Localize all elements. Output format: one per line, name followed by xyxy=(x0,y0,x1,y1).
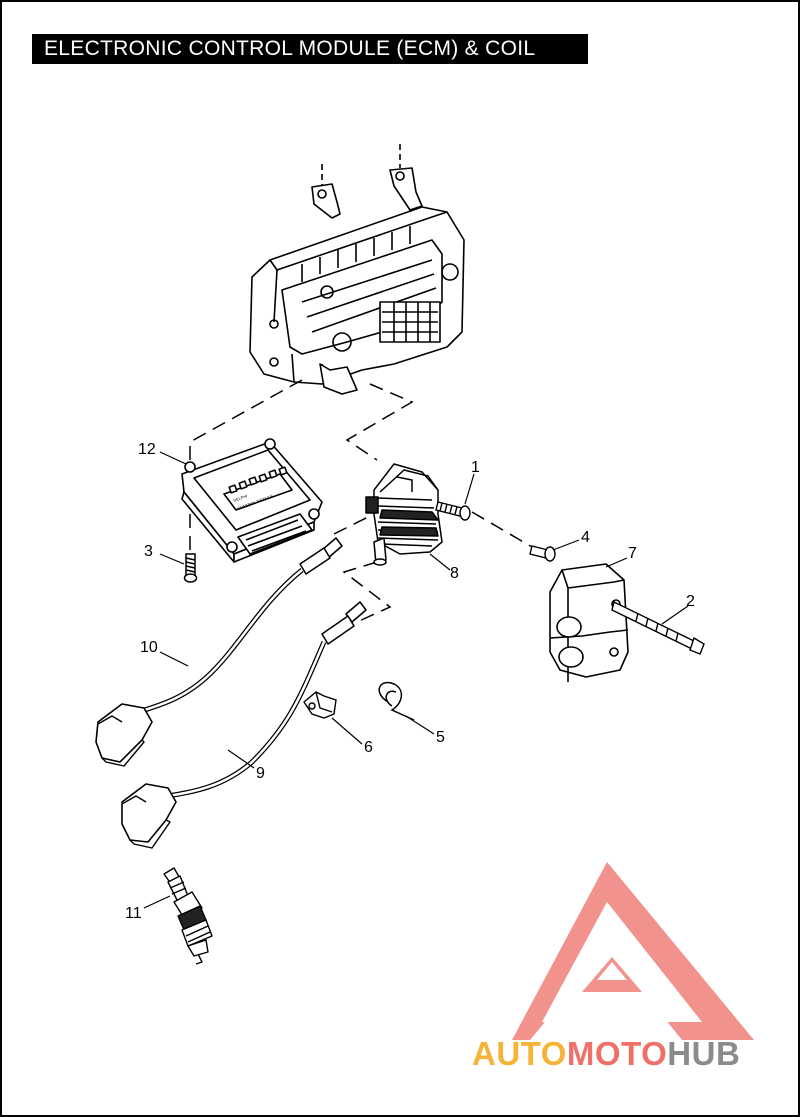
mounting-bracket xyxy=(249,144,465,395)
callout-4: 4 xyxy=(581,529,590,546)
spark-plug-wire-rear xyxy=(121,601,367,849)
page-title: ELECTRONIC CONTROL MODULE (ECM) & COIL xyxy=(32,34,588,64)
callout-leaders xyxy=(143,451,689,909)
coil-bolt xyxy=(435,501,471,521)
logo-text-hub: HUB xyxy=(667,1035,741,1072)
callout-6: 6 xyxy=(364,739,373,756)
spark-plug-wire-front xyxy=(95,537,343,767)
callout-7: 7 xyxy=(628,545,637,562)
wire-clip xyxy=(303,691,337,719)
ecm-screw xyxy=(183,553,198,583)
logo-text-auto: AUTO xyxy=(472,1035,567,1072)
callout-8: 8 xyxy=(450,565,459,582)
cable-strap xyxy=(378,681,415,721)
spark-plug xyxy=(163,867,213,965)
ignition-coil xyxy=(365,463,443,566)
callout-3: 3 xyxy=(144,543,153,560)
callout-1: 1 xyxy=(471,459,480,476)
cover-screw xyxy=(611,600,705,655)
coil-cover xyxy=(549,563,629,682)
callout-5: 5 xyxy=(436,729,445,746)
callout-11: 11 xyxy=(125,905,142,922)
callout-numbers: 1 2 3 4 5 6 7 8 9 10 11 12 xyxy=(125,441,695,922)
watermark-logo-text: AUTOMOTOHUB xyxy=(472,1034,797,1074)
callout-12: 12 xyxy=(138,441,156,458)
spacer xyxy=(529,545,556,562)
ecm-label-line1: DELPHI xyxy=(233,493,248,503)
ecm-module: DELPHI CONTROL MODULE xyxy=(181,438,323,563)
callout-10: 10 xyxy=(140,639,158,656)
logo-text-moto: MOTO xyxy=(566,1035,668,1072)
callout-2: 2 xyxy=(686,593,695,610)
watermark-logo-mark xyxy=(512,862,754,1040)
callout-9: 9 xyxy=(256,765,265,782)
